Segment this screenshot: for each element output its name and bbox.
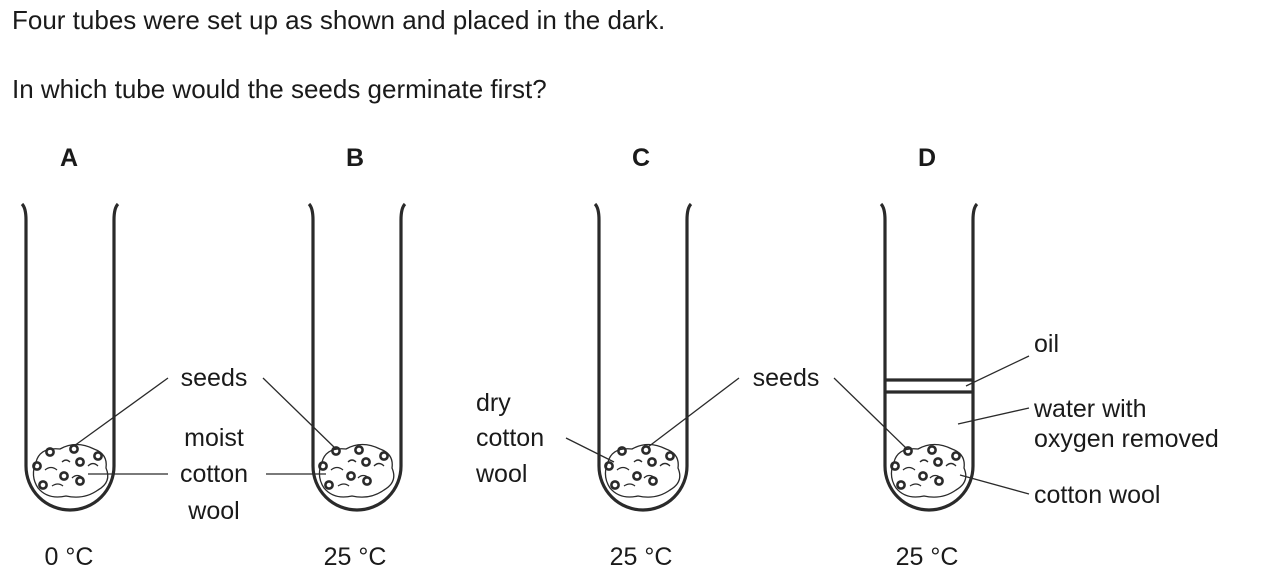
label-seeds-c-d: seeds xyxy=(753,364,820,392)
tube-c-letter: C xyxy=(632,144,650,172)
label-water-line-2: oxygen removed xyxy=(1034,425,1219,453)
question-intro: Four tubes were set up as shown and plac… xyxy=(12,5,666,35)
label-dry-line-2: cotton xyxy=(476,424,544,452)
tube-a xyxy=(20,202,120,512)
tube-b-letter: B xyxy=(346,144,364,172)
tube-c xyxy=(593,202,693,512)
label-dry-line-3: wool xyxy=(475,460,527,488)
label-water-line-1: water with xyxy=(1033,395,1147,423)
temperature-b: 25 °C xyxy=(324,543,387,571)
leader-lines xyxy=(73,355,1030,495)
question-prompt: In which tube would the seeds germinate … xyxy=(12,74,547,104)
label-oil: oil xyxy=(1034,330,1059,358)
tube-b xyxy=(307,202,407,512)
tube-d-letter: D xyxy=(918,144,936,172)
tube-d xyxy=(879,202,979,512)
label-moist-line-3: wool xyxy=(187,497,239,525)
label-moist-line-2: cotton xyxy=(180,460,248,488)
tube-a-letter: A xyxy=(60,144,78,172)
label-dry-line-1: dry xyxy=(476,389,511,417)
temperature-a: 0 °C xyxy=(45,543,94,571)
label-cotton-wool: cotton wool xyxy=(1034,481,1160,509)
temperature-c: 25 °C xyxy=(610,543,673,571)
temperature-d: 25 °C xyxy=(896,543,959,571)
label-seeds-a-b: seeds xyxy=(181,364,248,392)
label-moist-line-1: moist xyxy=(184,424,244,452)
